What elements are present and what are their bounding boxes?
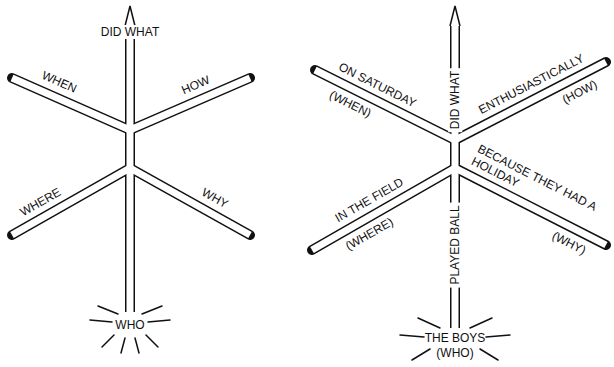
root-label: (WHO) bbox=[436, 346, 473, 360]
branch-fill bbox=[12, 26, 606, 328]
trunk-label: DID WHAT bbox=[98, 25, 162, 39]
trunk-label: DID WHAT bbox=[448, 68, 462, 132]
root-label: WHO bbox=[115, 318, 144, 332]
root-lines bbox=[90, 306, 510, 360]
trunk-label: PLAYED BALL bbox=[448, 202, 462, 287]
root-label: THE BOYS bbox=[425, 331, 486, 345]
trunk-tip bbox=[125, 6, 460, 26]
branch-outline bbox=[12, 26, 606, 328]
